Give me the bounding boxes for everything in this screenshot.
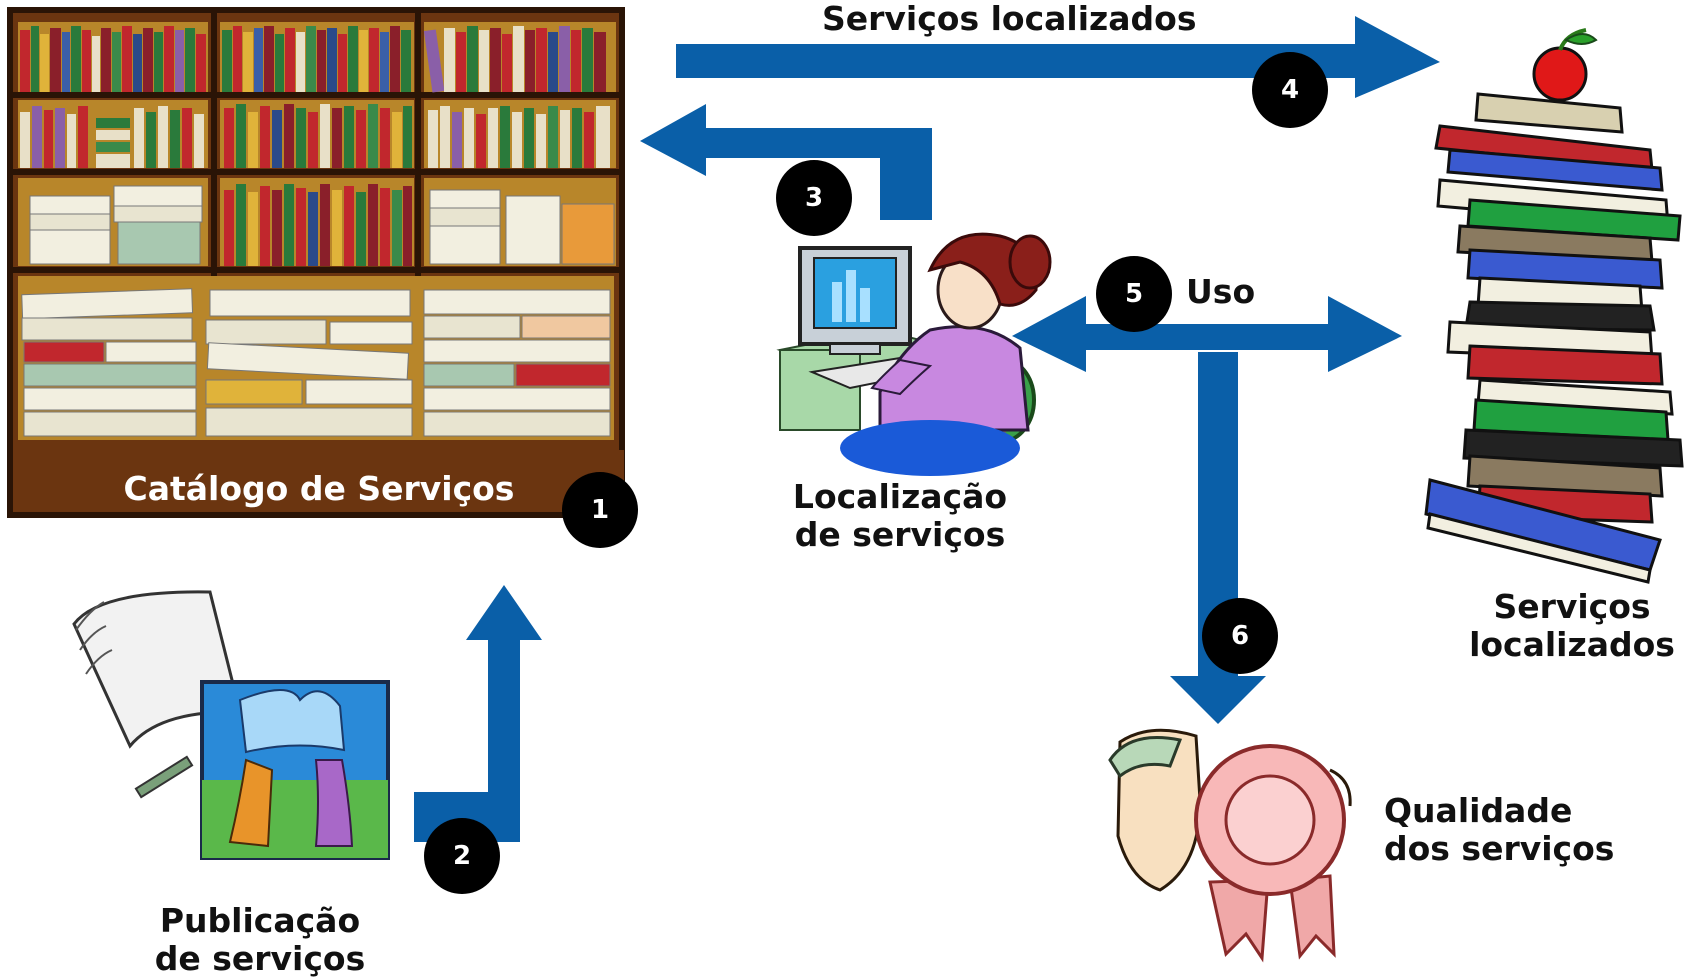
- label-localizacao-line1: Localização: [792, 477, 1008, 516]
- label-uso: Uso: [1186, 272, 1256, 311]
- label-servicos-localizados: Serviços localizados: [1452, 588, 1692, 664]
- step-badge-3: 3: [776, 160, 852, 236]
- arrows: [414, 16, 1440, 842]
- arrow-localizacao-to-catalog: [640, 104, 932, 220]
- catalog-bookshelf-illustration: [7, 7, 625, 518]
- label-localizacao: Localização de serviços: [770, 478, 1030, 554]
- label-catalog: Catálogo de Serviços: [123, 468, 515, 508]
- arrow-servicos-localizados: [676, 16, 1440, 98]
- publication-illustration: [72, 590, 390, 860]
- label-top-arrow: Serviços localizados: [822, 0, 1197, 38]
- arrow-publicacao-to-catalog: [414, 585, 542, 842]
- label-publicacao-line1: Publicação: [159, 901, 361, 940]
- label-localizacao-line2: de serviços: [794, 515, 1006, 554]
- arrow-qualidade: [1170, 352, 1266, 724]
- quality-ribbon-illustration: [1108, 728, 1352, 963]
- arrow-uso: [1012, 296, 1402, 372]
- step-badge-6: 6: [1202, 598, 1278, 674]
- step-badge-4: 4: [1252, 52, 1328, 128]
- label-qualidade-line2: dos serviços: [1384, 829, 1615, 868]
- label-publicacao-line2: de serviços: [154, 939, 366, 978]
- step-badge-1: 1: [562, 472, 638, 548]
- label-servicos-line2: localizados: [1469, 625, 1675, 664]
- label-qualidade: Qualidade dos serviços: [1384, 792, 1614, 868]
- book-stack-illustration: [1424, 28, 1684, 584]
- label-publicacao: Publicação de serviços: [130, 902, 390, 978]
- label-servicos-line1: Serviços: [1493, 587, 1651, 626]
- step-badge-2: 2: [424, 818, 500, 894]
- label-qualidade-line1: Qualidade: [1384, 791, 1573, 830]
- woman-computer-illustration: [776, 232, 1052, 476]
- step-badge-5: 5: [1096, 256, 1172, 332]
